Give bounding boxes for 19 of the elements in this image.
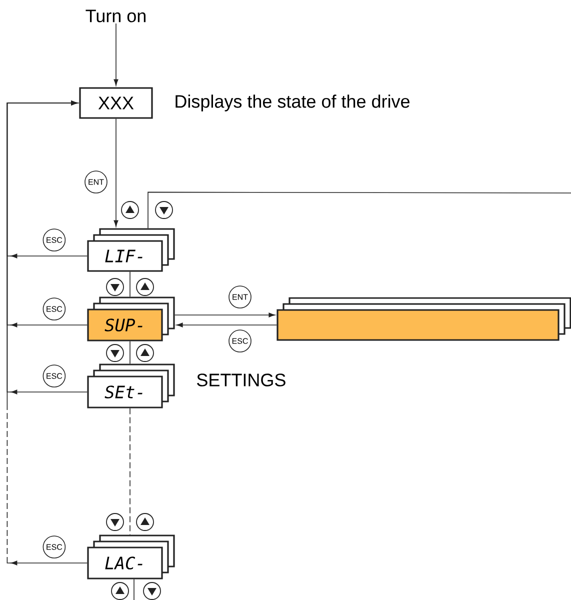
caption-text: SETTINGS [197, 374, 286, 386]
parameter-stack [276, 297, 571, 341]
button-label: ESC [228, 330, 252, 352]
button-label: ESC [42, 298, 66, 320]
button-label: ESC [42, 228, 66, 252]
start-label: Turn on [86, 10, 146, 22]
display-stack: LIF- [87, 228, 175, 272]
button-label: ENT [228, 286, 252, 308]
display-stack: LAC- [87, 534, 175, 580]
caption-text: Displays the state of the drive [176, 94, 410, 112]
arrow [174, 312, 276, 318]
arrow [114, 23, 118, 86]
display-box: XXX [79, 87, 153, 119]
arrow [176, 322, 278, 328]
button-label: ESC [42, 364, 66, 388]
arrow [6, 100, 88, 566]
button-label: ESC [42, 536, 66, 558]
button-label: ENT [84, 170, 108, 194]
display-stack: SUP- [87, 296, 175, 342]
